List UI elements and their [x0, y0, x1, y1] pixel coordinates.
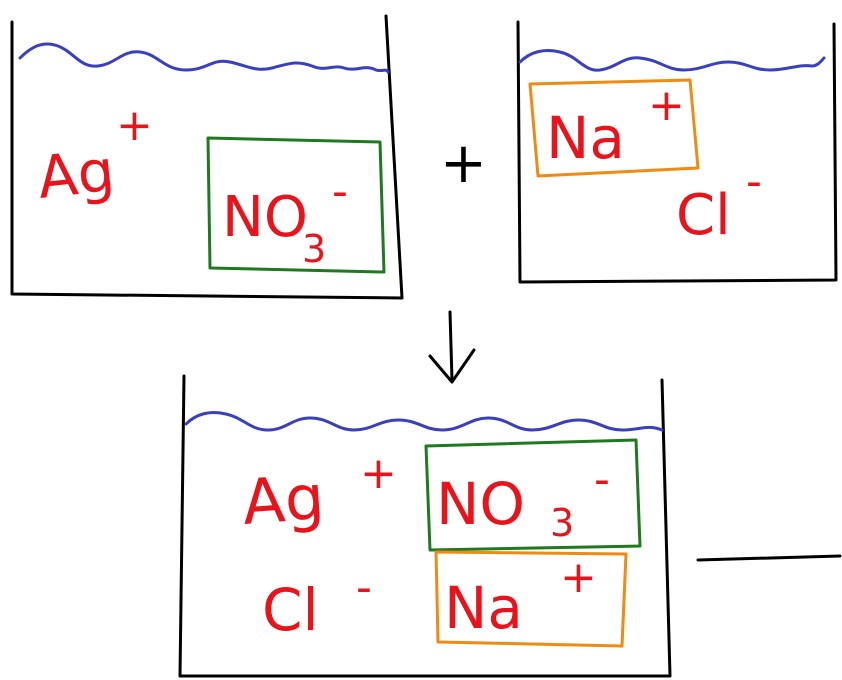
- beaker-3-sodium-box: [434, 550, 628, 648]
- beaker-3-water-surface: [184, 410, 664, 432]
- beaker-2-sodium-symbol: Na: [546, 104, 625, 172]
- beaker-1-nitrate-subscript: 3: [302, 227, 326, 271]
- beaker-3-sodium-symbol: Na: [444, 574, 523, 642]
- down-arrow-icon: [428, 310, 476, 384]
- beaker-3-chloride-charge: -: [356, 562, 372, 613]
- beaker-1-nitrate-charge: -: [332, 166, 348, 217]
- beaker-2-sodium-box: [528, 78, 700, 178]
- beaker-1-silver-charge: +: [116, 100, 153, 151]
- beaker-1: Ag + NO 3 -: [10, 14, 404, 300]
- beaker-2-outline: [516, 20, 838, 284]
- beaker-2-chloride-charge: -: [746, 156, 762, 207]
- beaker-1-outline: [10, 14, 404, 300]
- beaker-2-sodium-charge: +: [648, 80, 685, 131]
- beaker-2-chloride-symbol: Cl: [676, 183, 731, 248]
- beaker-1-water-surface: [18, 42, 390, 74]
- beaker-1-nitrate-box: [206, 136, 386, 274]
- beaker-1-nitrate-symbol: NO: [222, 185, 308, 250]
- beaker-3-nitrate-charge: -: [594, 454, 610, 505]
- beaker-2: Na + Cl -: [516, 20, 838, 284]
- beaker-3: Ag + NO 3 - Cl - Na +: [178, 374, 672, 678]
- plus-sign: +: [440, 131, 487, 196]
- beaker-1-silver-symbol: Ag: [34, 136, 117, 212]
- beaker-2-water-surface: [518, 48, 826, 72]
- beaker-3-silver-charge: +: [360, 448, 397, 499]
- beaker-3-nitrate-subscript: 3: [550, 501, 574, 545]
- beaker-3-outline: [178, 374, 672, 678]
- beaker-3-silver-symbol: Ag: [240, 460, 327, 539]
- beaker-3-nitrate-box: [424, 438, 642, 552]
- beaker-3-nitrate-symbol: NO: [436, 470, 525, 538]
- blank-line: [696, 554, 842, 562]
- beaker-3-chloride-symbol: Cl: [262, 576, 319, 644]
- beaker-3-sodium-charge: +: [560, 552, 597, 603]
